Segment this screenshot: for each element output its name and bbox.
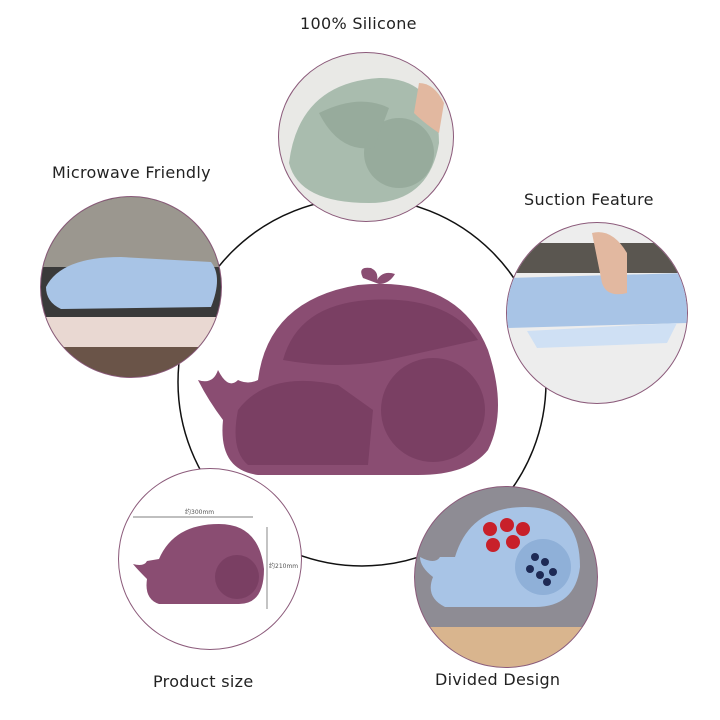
suction-photo <box>506 222 688 404</box>
feature-label-silicone: 100% Silicone <box>300 14 417 33</box>
feature-label-product-size: Product size <box>153 672 254 691</box>
microwave-photo <box>40 196 222 378</box>
width-dimension: 约300mm <box>185 509 215 516</box>
height-dimension: 约210mm <box>269 563 299 570</box>
silicone-photo <box>278 52 454 222</box>
feature-label-microwave: Microwave Friendly <box>52 163 211 182</box>
product-size-photo: 约300mm 约210mm <box>118 468 302 650</box>
feature-label-suction: Suction Feature <box>524 190 654 209</box>
whale-plate-image <box>198 267 498 475</box>
divided-design-photo <box>414 486 598 668</box>
feature-label-divided: Divided Design <box>435 670 561 689</box>
